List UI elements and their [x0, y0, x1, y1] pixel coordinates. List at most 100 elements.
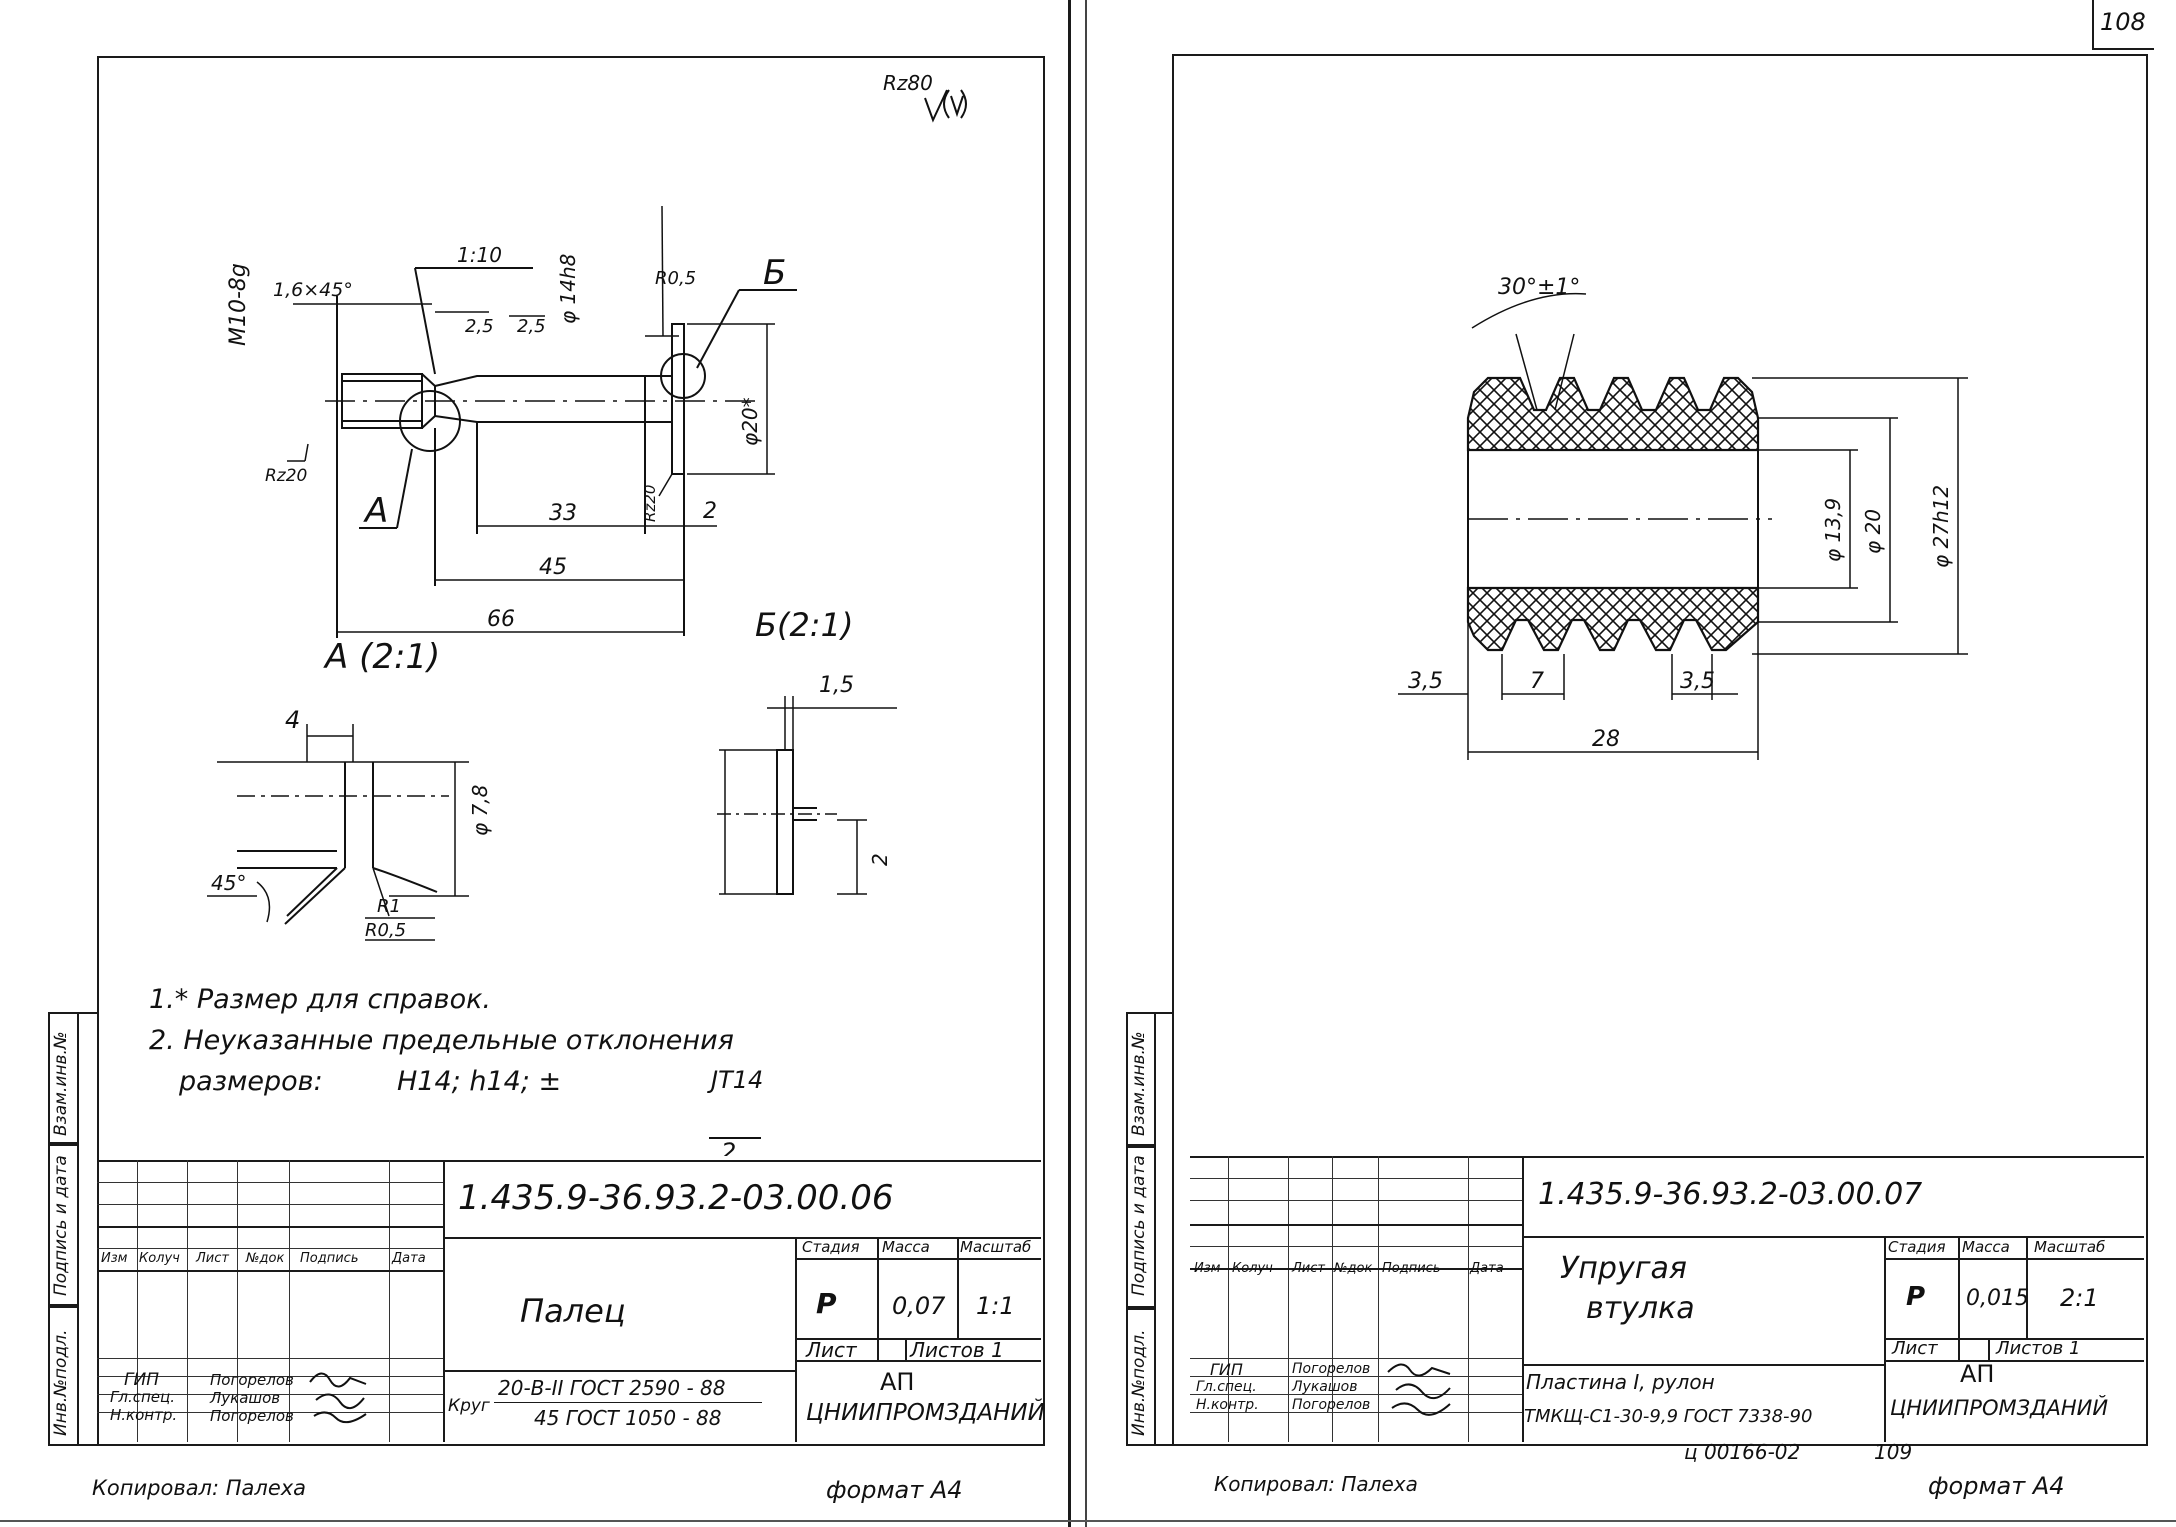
- bushing-dim-35b: 3,5: [1680, 669, 1715, 694]
- roughness-label: Rz80: [883, 71, 933, 95]
- sheet2-sheets-header: Листов 1: [1996, 1338, 2081, 1359]
- sheet1-signer-2: Лукашов: [210, 1389, 281, 1407]
- bushing-angle-label: 30°±1°: [1498, 275, 1580, 300]
- sheet2-col-list: Лист: [1292, 1261, 1325, 1276]
- sheet1-col-list: Лист: [196, 1251, 229, 1266]
- sheet2-archive-page: 109: [1874, 1440, 1913, 1464]
- sheet2-role-gip: ГИП: [1210, 1360, 1243, 1379]
- detail-a-angle: 45°: [211, 871, 246, 895]
- bushing-dia27-label: φ 27h12: [1929, 485, 1953, 568]
- sheet2-side-cell-a: [1126, 1012, 1156, 1148]
- sheet1-role-glspec: Гл.спец.: [110, 1388, 175, 1406]
- scan-bottom-line: [0, 1520, 2176, 1522]
- sheet2-col-podpis: Подпись: [1382, 1261, 1441, 1276]
- section-b-label: Б: [763, 253, 786, 293]
- sheet1-side-label-a: Взам.инв.№: [51, 1031, 71, 1136]
- bushing-dia139-label: φ 13,9: [1821, 498, 1845, 562]
- sheet2-col-data: Дата: [1470, 1261, 1504, 1276]
- sheet1-scale: 1:1: [976, 1292, 1015, 1320]
- rz20b-label: Rz20: [641, 485, 659, 522]
- bushing-dia20-label: φ 20: [1861, 509, 1885, 554]
- detail-b-dim-2: 2: [868, 853, 892, 866]
- sheet1-signer-1: Погорелов: [210, 1371, 294, 1389]
- sheet1-role-gip: ГИП: [124, 1370, 159, 1390]
- sheet1-col-izm: Изм: [101, 1251, 128, 1266]
- chamfer-label: 1,6×45°: [273, 279, 353, 301]
- sheet2-stage: Р: [1906, 1282, 1926, 1312]
- bushing-dim-35a: 3,5: [1408, 669, 1443, 694]
- dim-25b: 2,5: [517, 316, 546, 337]
- detail-b-dim-15: 1,5: [819, 673, 854, 698]
- sheet2-signature: [1387, 1363, 1451, 1416]
- sheet2-part-name-1: Упругая: [1560, 1251, 1687, 1286]
- sheet1-sheet-header: Лист: [806, 1338, 857, 1362]
- sheet1-format: формат А4: [826, 1476, 963, 1504]
- sheet2-frame: [1172, 54, 2148, 1446]
- sheet2-col-koluch: Колуч: [1232, 1261, 1273, 1276]
- note-2-fraction-den: 2.: [721, 1138, 744, 1156]
- sheet1-col-ndok: №док: [246, 1251, 285, 1266]
- thread-label: M10-8g: [226, 263, 251, 346]
- sheet2-title-block: [1190, 1156, 2146, 1444]
- sheet1-col-podpis: Подпись: [300, 1251, 359, 1266]
- sheet1-side-cell-a: [48, 1012, 79, 1146]
- bushing-dim-28: 28: [1592, 727, 1620, 752]
- detail-a-r05: R0,5: [365, 920, 406, 941]
- sheet1-side-label-b: Подпись и дата: [51, 1155, 71, 1296]
- scan-fold-line-right: [1085, 0, 1087, 1527]
- sheet2-role-nkontr: Н.контр.: [1196, 1397, 1259, 1413]
- sheet1-col-koluch: Колуч: [139, 1251, 180, 1266]
- sheet1-org-name: ЦНИИПРОМЗДАНИЙ: [806, 1400, 1045, 1426]
- dia14-label: φ 14h8: [556, 254, 580, 324]
- dim-33: 33: [549, 501, 577, 526]
- sheet1-side-cell-c: [48, 1304, 79, 1446]
- dim-45: 45: [539, 555, 567, 580]
- note-2: 2. Неуказанные предельные отклонения: [149, 1025, 734, 1056]
- sheet1-side-cell-b: [48, 1142, 79, 1308]
- section-a-label: А: [363, 491, 388, 531]
- dim-66: 66: [487, 607, 515, 632]
- note-2-fraction-num: JT14: [707, 1066, 763, 1094]
- detail-a-r1: R1: [377, 896, 401, 917]
- sheet2-designation: 1.435.9-36.93.2-03.00.07: [1538, 1177, 1923, 1212]
- rz20a-label: Rz20: [265, 466, 307, 486]
- sheet2-scale: 2:1: [2060, 1284, 2099, 1312]
- dim-25a: 2,5: [465, 316, 494, 337]
- sheet1-material-prefix: Круг: [448, 1396, 490, 1416]
- sheet2-side-cell-b: [1126, 1144, 1156, 1310]
- sheet1-material-bar: [494, 1402, 762, 1403]
- sheet2-signer-3: Погорелов: [1292, 1397, 1371, 1413]
- sheet1-signer-3: Погорелов: [210, 1407, 294, 1425]
- bushing-dim-7: 7: [1530, 669, 1544, 694]
- sheet2-col-ndok: №док: [1334, 1261, 1373, 1276]
- sheet1-org-ap: АП: [880, 1368, 915, 1396]
- page-number-box: [2092, 0, 2154, 50]
- sheet2-archive-code: ц 00166-02: [1684, 1440, 1801, 1464]
- detail-b-title: Б(2:1): [755, 606, 853, 644]
- sheet2-part-name-2: втулка: [1586, 1291, 1695, 1326]
- note-2-dims-b: H14; h14; ±: [397, 1066, 561, 1097]
- sheet1-material-num: 20-В-II ГОСТ 2590 - 88: [498, 1376, 726, 1400]
- note-1: 1.* Размер для справок.: [149, 984, 491, 1015]
- sheet1-title-block: [97, 1160, 1043, 1444]
- sheet2-material-1: Пластина I, рулон: [1526, 1370, 1715, 1394]
- sheet2-scale-header: Масштаб: [2034, 1238, 2106, 1256]
- sheet1-frame: [97, 56, 1045, 1446]
- sheet2-role-glspec: Гл.спец.: [1196, 1379, 1257, 1395]
- sheet2-signer-2: Лукашов: [1292, 1379, 1358, 1395]
- note-2-dims-a: размеров:: [178, 1066, 323, 1097]
- sheet2-mass: 0,015: [1966, 1286, 2029, 1311]
- sheet2-side-cell-d: [1152, 1012, 1174, 1446]
- sheet1-signature: [309, 1372, 367, 1424]
- sheet1-part-name: Палец: [520, 1292, 626, 1330]
- sheet1-drawing: Rz80 M10-8g 1,6×45° 1:10 2,5 2,5 φ 14h8 …: [149, 71, 967, 1156]
- sheet1-mass: 0,07: [892, 1292, 946, 1320]
- sheet2-org-ap: АП: [1960, 1360, 1995, 1388]
- sheet2-format: формат А4: [1928, 1472, 2065, 1500]
- sheet1-designation: 1.435.9-36.93.2-03.00.06: [458, 1178, 894, 1218]
- sheet2-drawing: 30°±1° φ 13,9 φ 20 φ 27h12 3,5 7 3,5 28: [1398, 275, 1968, 760]
- sheet2-material-2: ТМКЩ-С1-30-9,9 ГОСТ 7338-90: [1524, 1406, 1813, 1427]
- sheet2-side-label-a: Взам.инв.№: [1129, 1031, 1149, 1136]
- dim-2: 2: [703, 499, 717, 524]
- sheet2-stage-header: Стадия: [1888, 1238, 1946, 1256]
